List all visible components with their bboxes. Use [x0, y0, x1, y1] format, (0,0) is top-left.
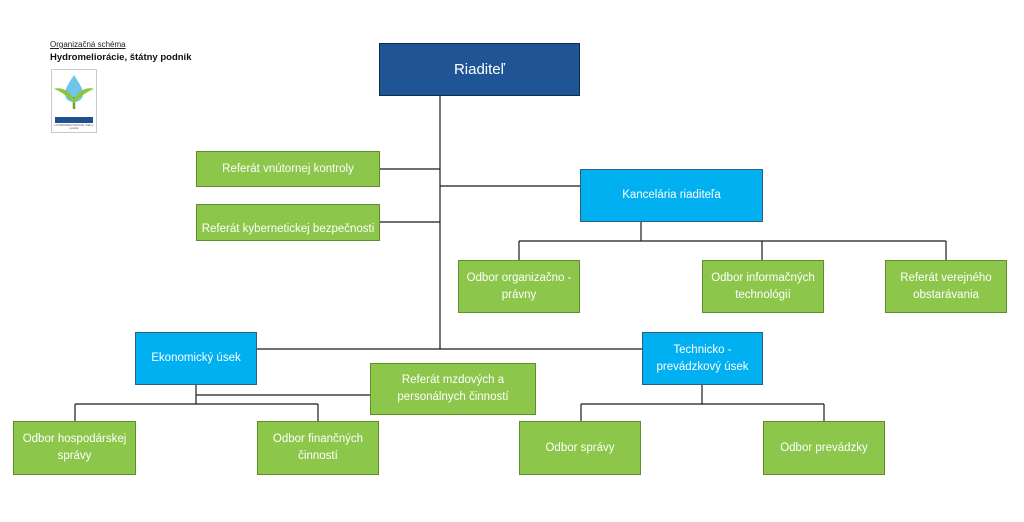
node-director: Riaditeľ [379, 43, 580, 96]
company-logo: HYDROMELIORÁCIE, štátny podnik [51, 69, 97, 133]
node-legal-org-label: Odbor organizačno - právny [466, 271, 572, 301]
node-it-label: Odbor informačných technológií [711, 271, 815, 301]
node-operations-label: Odbor prevádzky [780, 441, 868, 454]
node-administration: Odbor správy [519, 421, 641, 475]
node-finance: Odbor finančných činností [257, 421, 379, 475]
node-economy-mgmt-label: Odbor hospodárskej správy [22, 433, 127, 462]
node-technical-label: Technicko - prevádzkový úsek [656, 343, 749, 373]
node-economy-mgmt: Odbor hospodárskej správy [13, 421, 136, 475]
logo-band [55, 117, 93, 123]
node-director-label: Riaditeľ [453, 61, 506, 78]
node-cyber-security-label: Referát kybernetickej bezpečnosti [201, 223, 375, 235]
node-director-office-label: Kancelária riaditeľa [622, 189, 721, 201]
node-technical: Technicko - prevádzkový úsek [642, 332, 763, 385]
node-it: Odbor informačných technológií [702, 260, 824, 313]
node-internal-control: Referát vnútornej kontroly [196, 151, 380, 187]
logo-caption: HYDROMELIORÁCIE, štátny podnik [54, 123, 94, 130]
node-legal-org: Odbor organizačno - právny [458, 260, 580, 313]
node-operations: Odbor prevádzky [763, 421, 885, 475]
node-finance-label: Odbor finančných činností [272, 433, 364, 462]
chart-title: Organizačná schéma [50, 40, 126, 49]
node-cyber-security: Referát kybernetickej bezpečnosti [196, 204, 380, 241]
node-payroll-hr-label: Referát mzdových a personálnych činností [397, 374, 509, 403]
node-payroll-hr: Referát mzdových a personálnych činností [370, 363, 536, 415]
node-internal-control-label: Referát vnútornej kontroly [222, 162, 354, 175]
node-procurement-label: Referát verejného obstarávania [900, 271, 992, 301]
node-economic-label: Ekonomický úsek [151, 352, 241, 364]
node-economic: Ekonomický úsek [135, 332, 257, 385]
node-director-office: Kancelária riaditeľa [580, 169, 763, 222]
organization-name: Hydromeliorácie, štátny podnik [50, 52, 192, 63]
node-procurement: Referát verejného obstarávania [885, 260, 1007, 313]
plant-and-water-drop-icon [54, 75, 94, 109]
node-administration-label: Odbor správy [545, 441, 615, 454]
